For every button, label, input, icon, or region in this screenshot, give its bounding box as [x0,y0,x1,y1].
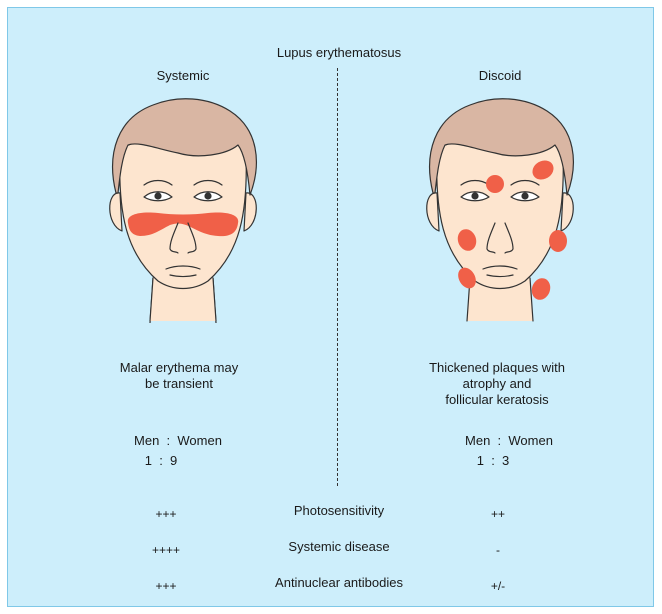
systemic-disease-discoid-value: - [496,542,500,558]
discoid-heading: Discoid [479,68,522,84]
discoid-ratio-header: Men : Women [465,433,553,449]
diagram-title: Lupus erythematosus [277,45,401,61]
antinuclear-antibodies-label: Antinuclear antibodies [275,575,403,591]
systemic-ratio-values: 1 : 9 [145,453,178,469]
discoid-face-illustration [415,93,585,323]
diagram-panel: Lupus erythematosus Systemic Discoid [7,7,654,607]
systemic-face-illustration [98,93,268,323]
discoid-photosensitivity-value: ++ [491,506,505,522]
systemic-photosensitivity-value: +++ [155,506,176,522]
photosensitivity-label: Photosensitivity [294,503,384,519]
discoid-description: Thickened plaques with atrophy and folli… [429,360,565,408]
systemic-disease-systemic-value: ++++ [152,542,180,558]
center-divider [337,68,338,486]
systemic-ratio-header: Men : Women [134,433,222,449]
discoid-ana-value: +/- [491,578,505,594]
systemic-ana-value: +++ [155,578,176,594]
discoid-ratio-values: 1 : 3 [477,453,510,469]
systemic-disease-label: Systemic disease [288,539,389,555]
systemic-heading: Systemic [157,68,210,84]
systemic-description: Malar erythema may be transient [120,360,238,392]
